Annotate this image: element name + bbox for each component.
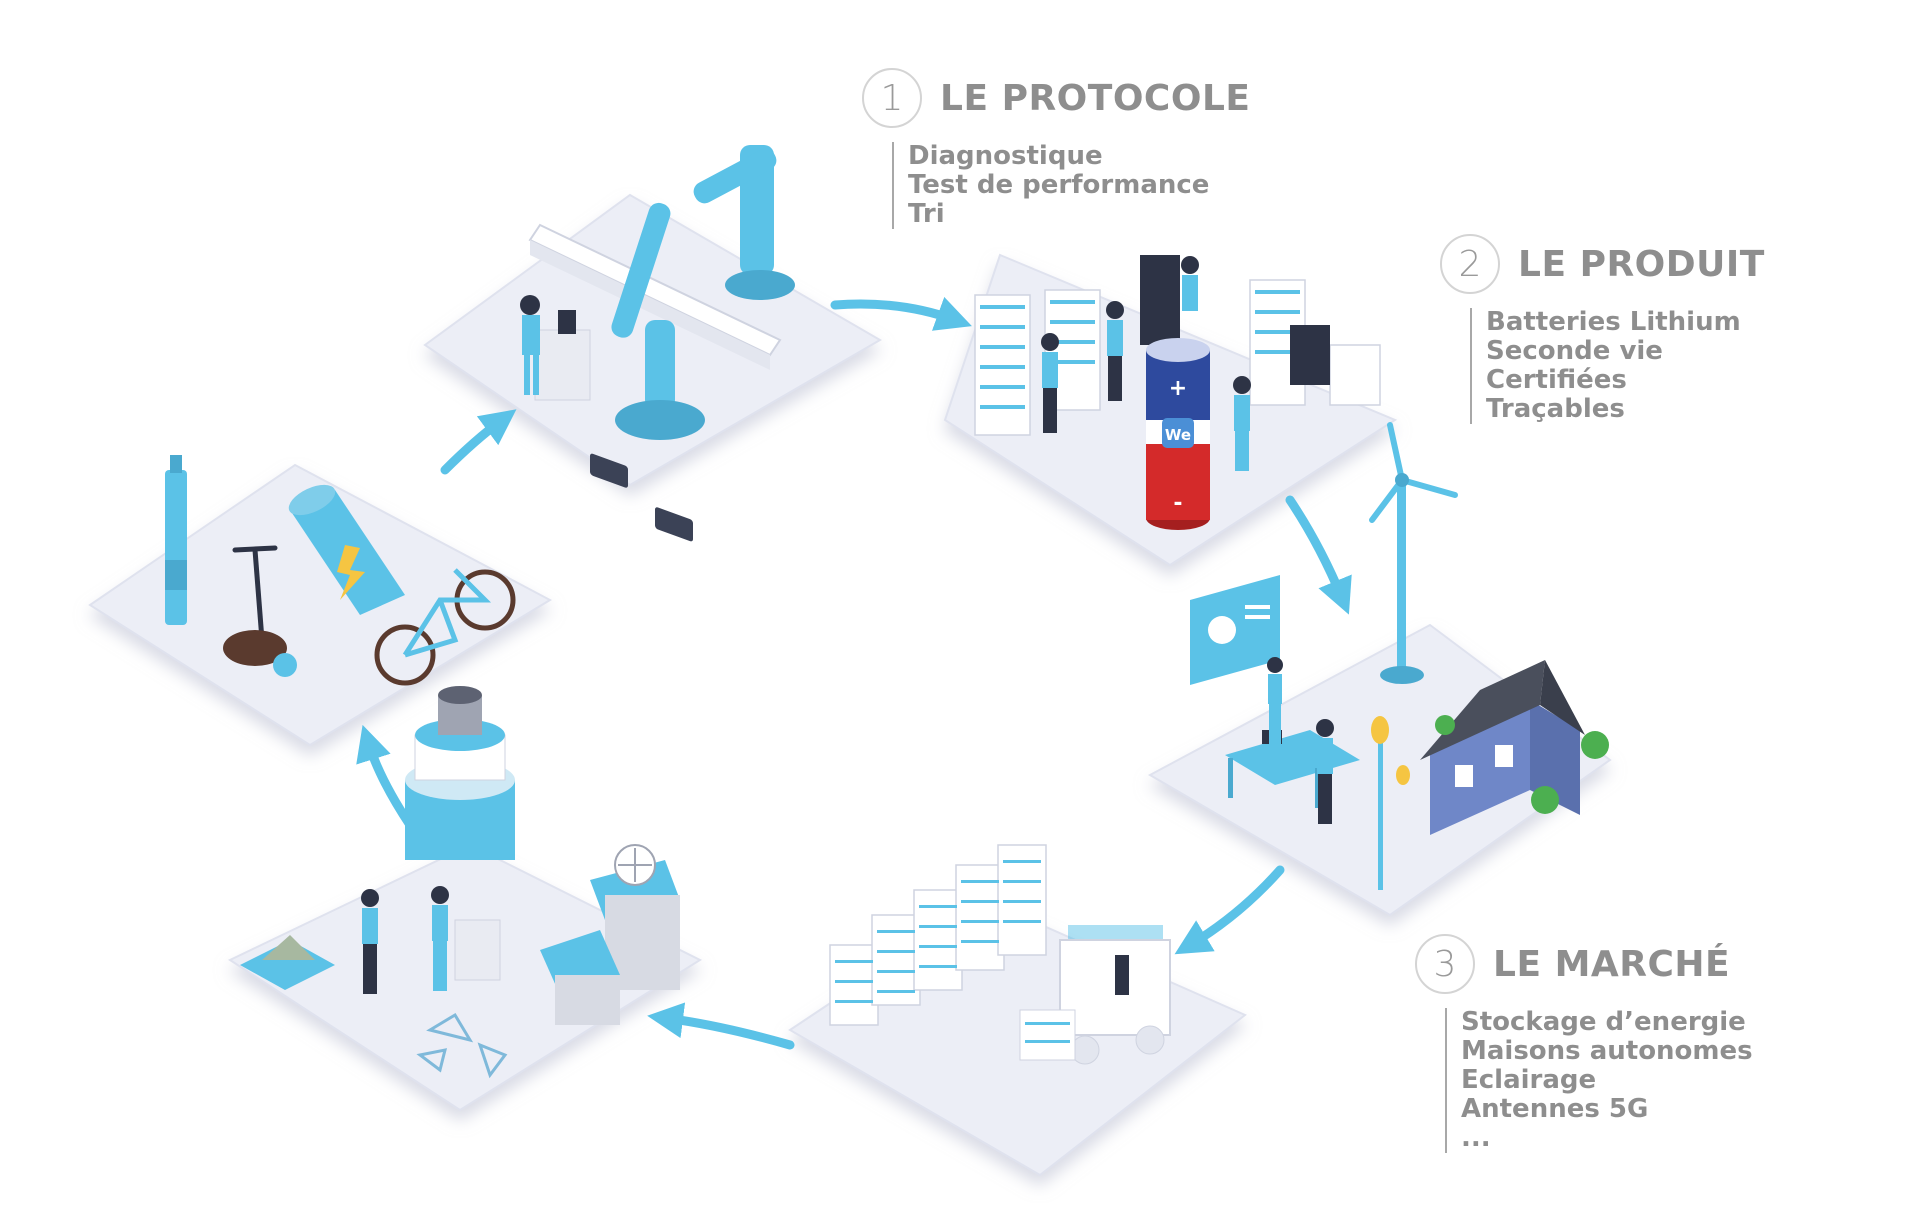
- step-items-market: Stockage d’energie Maisons autonomes Ecl…: [1445, 1008, 1753, 1153]
- office-desk: [1225, 657, 1360, 824]
- step-title-protocol: LE PROTOCOLE: [940, 77, 1251, 119]
- arrow-protocol-to-product: [830, 296, 972, 331]
- arrow-recycling-to-usage: [356, 724, 415, 830]
- arrow-market-to-storage: [1174, 865, 1285, 955]
- step-product: 2 LE PRODUIT Batteries Lithium Seconde v…: [1440, 234, 1765, 424]
- step-market: 3 LE MARCHÉ Stockage d’energie Maisons a…: [1415, 934, 1753, 1153]
- server-cabinets: [1140, 255, 1330, 385]
- step-protocol: 1 LE PROTOCOLE Diagnostique Test de perf…: [862, 68, 1251, 229]
- bicycle-icon: [374, 568, 516, 686]
- step-number-2: 2: [1440, 234, 1500, 294]
- recycling-machine: [405, 686, 515, 860]
- recycling-workers: [361, 886, 501, 994]
- battery-cell-icon: [288, 484, 405, 615]
- recycle-symbol-icon: [416, 1012, 508, 1079]
- forklift-icon: [1019, 925, 1171, 1065]
- step-title-market: LE MARCHÉ: [1493, 943, 1731, 985]
- material-tray: [240, 935, 335, 990]
- step-item: Certifiées: [1486, 365, 1627, 395]
- step-items-protocol: Diagnostique Test de performance Tri: [892, 142, 1251, 229]
- wind-turbine-icon: [1369, 422, 1458, 684]
- step-item: ...: [1461, 1123, 1491, 1153]
- arrow-usage-to-protocol: [440, 409, 517, 475]
- street-lamp-icon: [1371, 716, 1410, 890]
- workers: [1041, 256, 1251, 471]
- step-item: Tri: [908, 199, 945, 229]
- step-item: Diagnostique: [908, 141, 1103, 171]
- arrow-product-to-market: [1285, 495, 1352, 615]
- conveyor-belt: [528, 223, 782, 542]
- robot-arm-icon: [611, 145, 795, 440]
- operator-desk: [520, 295, 591, 401]
- battery-stack-stripes: [835, 860, 1041, 1003]
- dashboard-screen-icon: [1190, 575, 1280, 685]
- vape-pen-icon: [165, 455, 187, 625]
- segway-icon: [223, 545, 297, 677]
- step-item: Batteries Lithium: [1486, 307, 1741, 337]
- step-item: Antennes 5G: [1461, 1094, 1649, 1124]
- step-item: Stockage d’energie: [1461, 1007, 1746, 1037]
- step-item: Traçables: [1486, 394, 1625, 424]
- battery-logo: We: [1165, 426, 1191, 444]
- step-item: Eclairage: [1461, 1065, 1597, 1095]
- battery-icon: + - We: [1146, 338, 1210, 530]
- battery-minus: -: [1173, 491, 1182, 516]
- platform-usage: [88, 463, 553, 747]
- step-item: Test de performance: [908, 170, 1210, 200]
- step-item: Seconde vie: [1486, 336, 1663, 366]
- battery-stripes: [980, 290, 1300, 409]
- house-icon: [1420, 660, 1609, 835]
- arrow-storage-to-recycling: [647, 1002, 795, 1050]
- step-items-product: Batteries Lithium Seconde vie Certifiées…: [1470, 308, 1765, 424]
- step-number-3: 3: [1415, 934, 1475, 994]
- sorting-bin: [540, 930, 620, 1025]
- step-item: Maisons autonomes: [1461, 1036, 1753, 1066]
- step-number-1: 1: [862, 68, 922, 128]
- battery-plus: +: [1169, 376, 1187, 401]
- step-title-product: LE PRODUIT: [1518, 243, 1765, 285]
